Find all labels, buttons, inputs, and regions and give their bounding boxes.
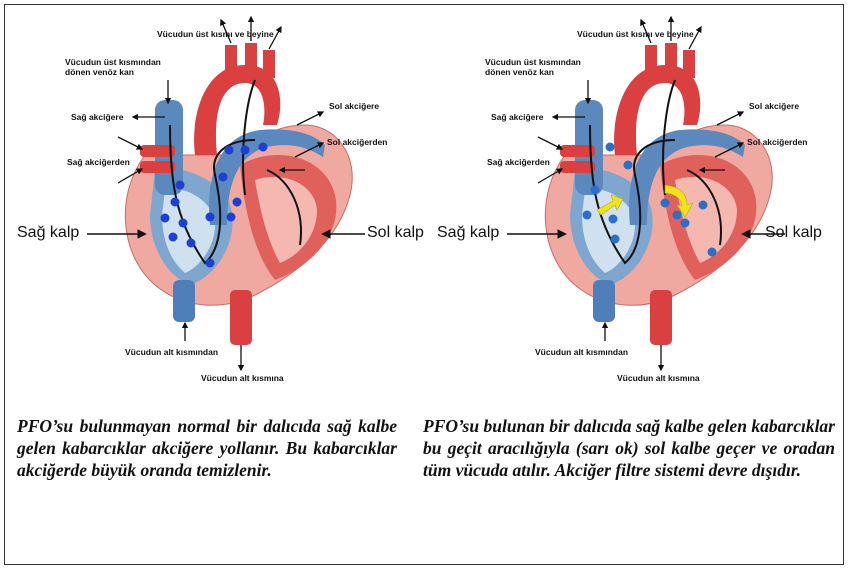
label-right-heart: Sağ kalp (17, 224, 79, 242)
label-right-lung-from: Sağ akciğerden (67, 157, 130, 167)
label-top: Vücudun üst kısmı ve beyine (577, 29, 694, 39)
label-right-lung-to: Sağ akciğere (491, 112, 543, 122)
label-left-heart: Sol kalp (765, 224, 822, 242)
label-left-lung-to: Sol akciğere (329, 101, 379, 111)
inferior-vena-cava (173, 280, 195, 322)
label-upper-venous: Vücudun üst kısmından dönen venöz kan (65, 57, 161, 77)
label-lower-from: Vücudun alt kısmından (535, 347, 628, 357)
label-right-lung-from: Sağ akciğerden (487, 157, 550, 167)
normal-heart-panel: Vücudun üst kısmı ve beyine Vücudun üst … (5, 5, 425, 405)
caption-pfo: PFO’su bulunan bir dalıcıda sağ kalbe ge… (423, 415, 835, 481)
label-left-lung-from: Sol akciğerden (747, 137, 807, 147)
label-top: Vücudun üst kısmı ve beyine (157, 29, 274, 39)
caption-normal: PFO’su bulunmayan normal bir dalıcıda sa… (17, 415, 397, 481)
label-left-lung-from: Sol akciğerden (327, 137, 387, 147)
label-lower-to: Vücudun alt kısmına (201, 373, 284, 383)
label-right-lung-to: Sağ akciğere (71, 112, 123, 122)
label-left-heart: Sol kalp (367, 224, 424, 242)
pfo-heart-panel: Vücudun üst kısmı ve beyine Vücudun üst … (425, 5, 845, 405)
label-lower-to: Vücudun alt kısmına (617, 373, 700, 383)
inferior-vena-cava (593, 280, 615, 322)
label-left-lung-to: Sol akciğere (749, 101, 799, 111)
label-right-heart: Sağ kalp (437, 224, 499, 242)
label-upper-venous: Vücudun üst kısmından dönen venöz kan (485, 57, 581, 77)
figure-frame: Vücudun üst kısmı ve beyine Vücudun üst … (4, 4, 844, 565)
label-lower-from: Vücudun alt kısmından (125, 347, 218, 357)
